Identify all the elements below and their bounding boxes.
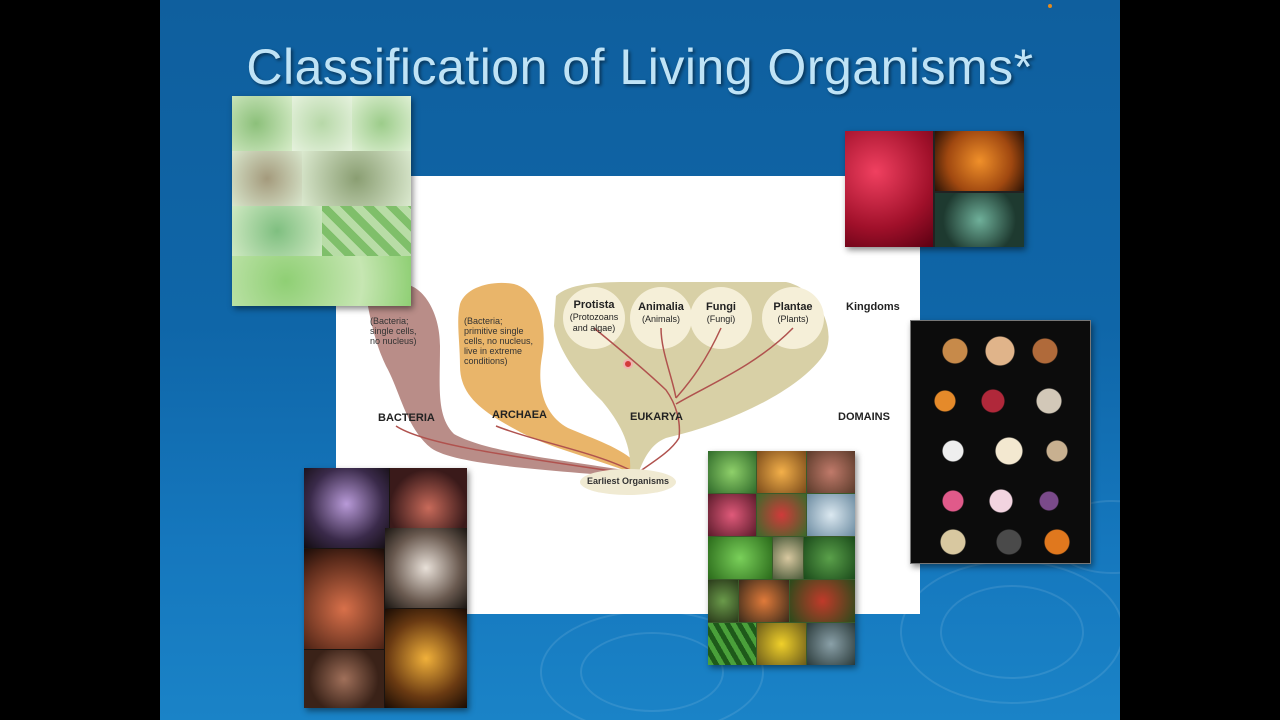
slide-title: Classification of Living Organisms* [246, 39, 1034, 95]
protista-circle [563, 287, 625, 349]
slide: Classification of Living Organisms* [160, 0, 1120, 720]
eukarya-domain-label: EUKARYA [630, 411, 683, 423]
kingdom-label-animalia: Animalia (Animals) [638, 301, 684, 325]
animalia-circle [630, 287, 692, 349]
animals-photo-collage [304, 468, 467, 708]
protists-photo-collage [232, 96, 411, 306]
ripple-decoration [580, 632, 724, 712]
fungi-circle [690, 287, 752, 349]
fungi-photo-poster [910, 320, 1091, 564]
bacteria-domain-label: BACTERIA [378, 412, 435, 424]
kingdom-label-protista: Protista (Protozoans and algae) [569, 299, 619, 334]
plants-photo-collage [708, 451, 855, 665]
bacteria-photo-collage [845, 131, 1024, 247]
branch-line [675, 327, 794, 405]
pointer-dot [623, 359, 633, 369]
archaea-domain-shape [458, 282, 640, 474]
branch-line [593, 327, 681, 439]
kingdom-label-plantae: Plantae (Plants) [773, 301, 813, 325]
bacteria-domain-shape [364, 280, 636, 478]
branch-line [395, 425, 633, 475]
kingdom-label-fungi: Fungi (Fungi) [706, 301, 736, 325]
cursor-dot [1048, 4, 1052, 8]
branch-line [660, 327, 677, 399]
branch-line [495, 425, 635, 473]
branch-line [675, 327, 722, 399]
domains-label: DOMAINS [838, 411, 890, 423]
earliest-organisms-oval [580, 469, 676, 495]
ripple-decoration [940, 585, 1084, 679]
earliest-organisms-label: Earliest Organisms [586, 476, 670, 486]
plantae-circle [762, 287, 824, 349]
kingdoms-label: Kingdoms [846, 301, 900, 313]
bacteria-description: (Bacteria; single cells, no nucleus) [370, 316, 417, 346]
archaea-description: (Bacteria; primitive single cells, no nu… [464, 316, 534, 366]
archaea-domain-label: ARCHAEA [492, 409, 547, 421]
